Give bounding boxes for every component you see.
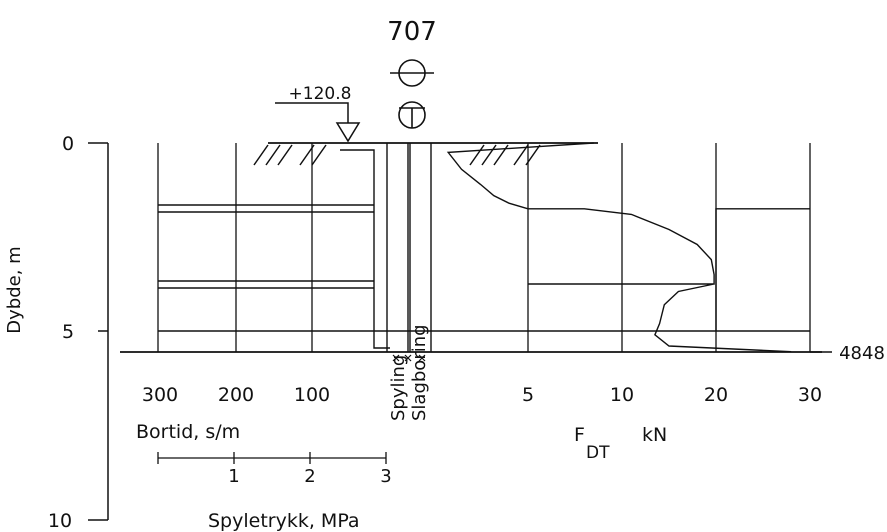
spyletrykk-axis-label: Spyletrykk, MPa: [208, 510, 360, 532]
slagboring-label: Slagboring: [409, 324, 430, 421]
bortid-tick-100: 100: [294, 384, 330, 406]
spyletrykk-tick-1: 1: [228, 466, 239, 487]
spyling-label: Spyling: [388, 355, 409, 421]
end-cross-marks-icon: [392, 354, 426, 362]
borehole-id: 707: [387, 17, 437, 47]
elevation-label: +120.8: [289, 84, 352, 104]
depth-axis: [88, 142, 109, 521]
ground-hatch-right: [469, 144, 541, 166]
force-tick-10: 10: [610, 384, 634, 406]
bortid-axis-label: Bortid, s/m: [136, 421, 240, 443]
force-tick-5: 5: [522, 384, 534, 406]
force-axis-label: F: [574, 424, 585, 446]
slagboring-symbol-icon: [398, 101, 426, 129]
force-block-0: [715, 208, 810, 331]
force-axis-unit: kN: [642, 424, 667, 446]
bortid-profile: [158, 149, 810, 349]
force-tick-20: 20: [704, 384, 728, 406]
depth-tick-10: 10: [48, 510, 72, 532]
spyling-symbol-icon: [390, 59, 434, 87]
slagboring-column: [409, 143, 432, 352]
force-curve: [446, 142, 792, 353]
end-marker-value: 4848: [839, 343, 885, 364]
elevation-marker-icon: [275, 102, 361, 143]
depth-axis-label: Dybde, m: [4, 246, 25, 333]
force-tick-30: 30: [798, 384, 822, 406]
force-axis-subscript: DT: [586, 443, 610, 463]
spyletrykk-scale: [157, 452, 387, 464]
spyling-column: [386, 143, 409, 352]
force-layer: [446, 142, 810, 353]
bortid-tick-300: 300: [142, 384, 178, 406]
depth-tick-0: 0: [62, 133, 74, 155]
depth-tick-5: 5: [62, 321, 74, 343]
spyletrykk-tick-3: 3: [380, 466, 391, 487]
force-grid: [527, 143, 811, 352]
bortid-grid: [157, 143, 313, 352]
ground-hatch-left: [253, 144, 327, 166]
bortid-tick-200: 200: [218, 384, 254, 406]
spyletrykk-tick-2: 2: [304, 466, 315, 487]
